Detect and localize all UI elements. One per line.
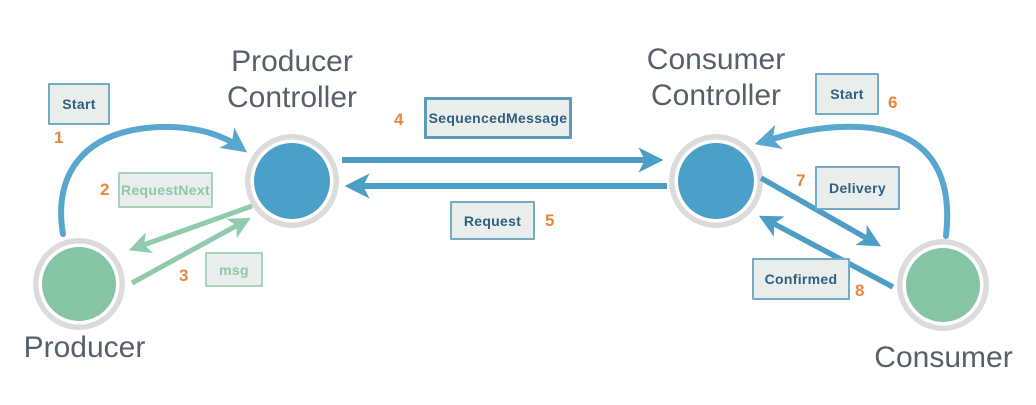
message-box-start-left-label: Start bbox=[62, 96, 96, 112]
step-number-8: 8 bbox=[855, 281, 865, 300]
consumer-controller-node bbox=[669, 134, 763, 228]
message-box-confirmed-label: Confirmed bbox=[764, 271, 838, 287]
producer-controller-title: Producer Controller bbox=[192, 44, 392, 116]
message-box-delivery-label: Delivery bbox=[829, 180, 886, 196]
message-box-request-label: Request bbox=[463, 212, 522, 229]
producer-controller-title-line1: Producer bbox=[231, 45, 353, 78]
step-number-6: 6 bbox=[888, 93, 898, 112]
arrow-request-next-2 bbox=[128, 203, 253, 254]
producer-label: Producer bbox=[23, 331, 146, 364]
consumer-node bbox=[897, 239, 989, 331]
step-number-7: 7 bbox=[796, 171, 806, 190]
arrow-msg-3 bbox=[130, 217, 251, 286]
step-number-5: 5 bbox=[545, 211, 555, 230]
producer-node bbox=[33, 238, 125, 330]
message-box-request-next: RequestNext bbox=[118, 172, 213, 208]
message-box-request: Request bbox=[450, 201, 535, 240]
arrow-start-1 bbox=[58, 123, 248, 237]
step-number-4: 4 bbox=[394, 110, 404, 129]
message-box-delivery: Delivery bbox=[815, 166, 900, 210]
producer-controller-node bbox=[245, 134, 339, 228]
arrow-confirmed-8 bbox=[758, 215, 895, 290]
message-box-request-next-label: RequestNext bbox=[121, 182, 210, 198]
consumer-controller-title-line2: Controller bbox=[650, 79, 782, 112]
message-box-start-left: Start bbox=[48, 83, 110, 125]
step-number-3: 3 bbox=[179, 266, 189, 285]
consumer-label: Consumer bbox=[874, 341, 1013, 374]
consumer-controller-title-line1: Consumer bbox=[646, 43, 786, 76]
arrow-delivery-7 bbox=[759, 175, 882, 247]
message-box-sequenced-message-label: SequencedMessage bbox=[428, 110, 568, 126]
message-box-msg: msg bbox=[205, 252, 263, 287]
step-number-2: 2 bbox=[100, 180, 110, 199]
message-box-confirmed: Confirmed bbox=[752, 258, 850, 300]
producer-controller-title-line2: Controller bbox=[226, 81, 358, 114]
step-number-1: 1 bbox=[54, 128, 64, 147]
message-box-sequenced-message: SequencedMessage bbox=[424, 97, 572, 139]
message-box-msg-label: msg bbox=[219, 261, 249, 278]
arrow-start-6 bbox=[754, 123, 951, 239]
message-box-start-right: Start bbox=[815, 73, 879, 115]
message-box-start-right-label: Start bbox=[830, 86, 864, 102]
consumer-controller-title: Consumer Controller bbox=[616, 42, 816, 114]
